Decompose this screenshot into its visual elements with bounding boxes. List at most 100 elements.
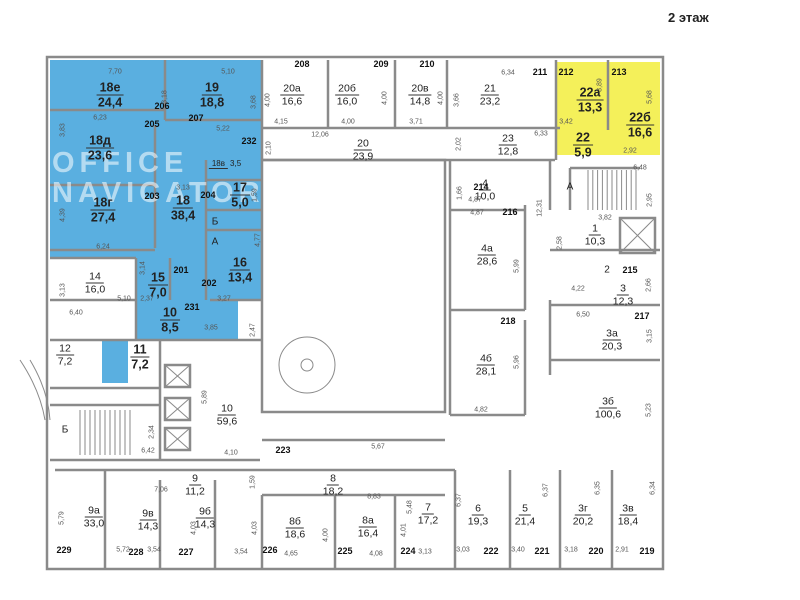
dimension-label: 6,34 <box>649 481 657 495</box>
room-area: 8,5 <box>161 320 179 335</box>
room-number: 18д <box>86 134 114 149</box>
room-number: 18е <box>96 81 124 96</box>
stairs-and-elevators <box>19 217 656 451</box>
dimension-label: 6,50 <box>576 311 590 319</box>
office-code-232: 232 <box>241 136 257 146</box>
walls <box>45 55 665 571</box>
dimension-label: 5,89 <box>201 390 209 404</box>
room-number: 9б <box>196 506 214 519</box>
stair-letter: А <box>211 236 219 248</box>
room-area: 33,0 <box>83 517 105 530</box>
room-number: 20б <box>335 83 359 96</box>
dimension-label: 5,68 <box>646 90 654 104</box>
dimension-label: 5,79 <box>58 511 66 525</box>
dimension-label: 7,70 <box>108 68 122 76</box>
dimension-label: 5,72 <box>116 546 130 554</box>
dimension-label: 5,22 <box>216 125 230 133</box>
room-number: 9 <box>189 473 201 486</box>
room-number: 18 <box>173 194 193 209</box>
room-area: 21,4 <box>514 515 536 528</box>
leased-zone-toilet[interactable] <box>102 340 128 383</box>
office-code-207: 207 <box>188 113 204 123</box>
dimension-label: 4,00 <box>341 118 355 126</box>
dimension-label: 2,58 <box>556 236 564 250</box>
dimension-label: 6,35 <box>594 481 602 495</box>
dimension-label: 3,85 <box>204 324 218 332</box>
room-area: 23,9 <box>352 150 374 163</box>
dimension-label: 2,10 <box>265 141 273 155</box>
room-number: 9а <box>85 505 103 518</box>
room-number: 22б <box>626 111 654 126</box>
office-code-206: 206 <box>154 101 170 111</box>
dimension-label: 3,82 <box>598 214 612 222</box>
dimension-label: 4,10 <box>224 449 238 457</box>
dimension-label: 3,68 <box>250 95 258 109</box>
room-area: 23,6 <box>87 148 113 163</box>
room-number: 4 <box>479 178 491 191</box>
office-code-204: 204 <box>200 190 216 200</box>
dimension-label: 4,03 <box>251 521 259 535</box>
room-number: 23 <box>499 133 517 146</box>
dimension-label: 3,14 <box>139 261 147 275</box>
office-code-202: 202 <box>201 278 217 288</box>
room-number: 3г <box>575 503 591 516</box>
room-area: 13,3 <box>577 100 603 115</box>
office-code-231: 231 <box>184 302 200 312</box>
office-code-225: 225 <box>337 546 353 556</box>
room-area: 27,4 <box>90 210 116 225</box>
room-number: 22 <box>573 131 593 146</box>
office-code-211: 211 <box>532 67 548 77</box>
dimension-label: 1,66 <box>456 186 464 200</box>
room-area: 16,4 <box>357 527 379 540</box>
office-code-219: 219 <box>639 546 655 556</box>
dimension-label: 1,59 <box>251 188 259 202</box>
dimension-label: 3,40 <box>511 546 525 554</box>
room-area: 14,3 <box>137 520 159 533</box>
dimension-label: 8,83 <box>367 493 381 501</box>
room-area: 17,2 <box>417 514 439 527</box>
room-number: 18г <box>90 196 116 211</box>
